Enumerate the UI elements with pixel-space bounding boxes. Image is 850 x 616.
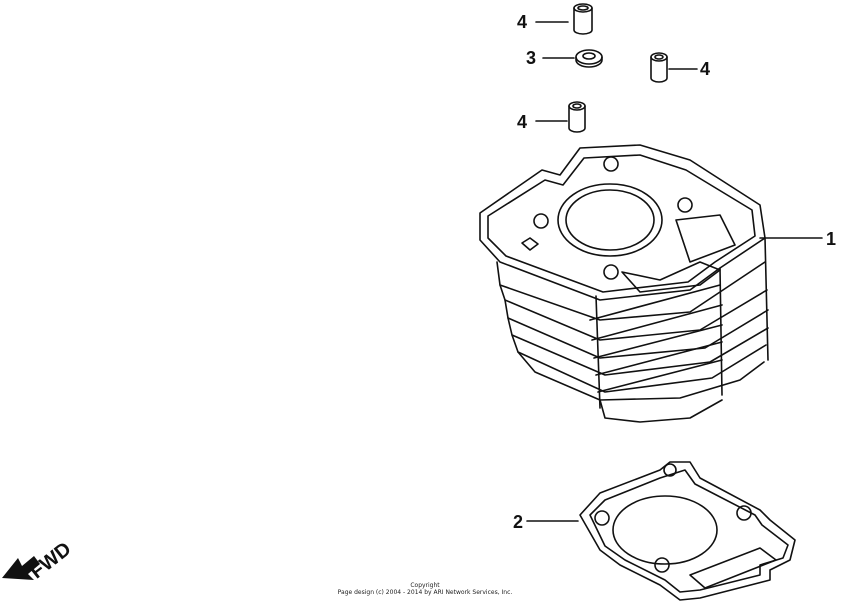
callout-3: 3 (526, 48, 537, 68)
dowel-pin-top (573, 3, 593, 35)
fwd-arrow-icon (2, 556, 40, 580)
dowel-pin-right (650, 52, 668, 83)
callout-4-top: 4 (517, 12, 528, 32)
copyright-line: Page design (c) 2004 - 2014 by ARI Netwo… (337, 589, 513, 596)
callout-4-right: 4 (700, 59, 711, 79)
base-gasket (579, 461, 796, 601)
o-ring (575, 49, 603, 68)
callout-4-lower: 4 (517, 112, 528, 132)
callout-2: 2 (513, 512, 524, 532)
dowel-pin-lower (568, 101, 586, 133)
cylinder (479, 144, 769, 423)
copyright-title: Copyright (410, 582, 440, 589)
callout-1: 1 (826, 229, 837, 249)
